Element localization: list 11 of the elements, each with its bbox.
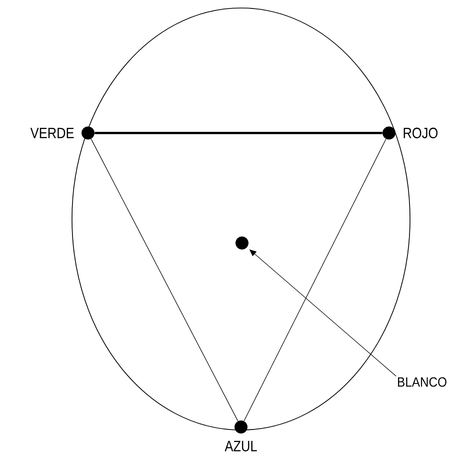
dot	[382, 126, 396, 140]
line	[90, 138, 238, 422]
dot-label: VERDE	[30, 128, 74, 138]
dot-label: AZUL	[224, 440, 257, 452]
dot	[234, 420, 248, 434]
dot-label: ROJO	[404, 128, 438, 138]
line	[244, 138, 386, 422]
dot	[82, 126, 94, 140]
text-label: BLANCO	[398, 377, 446, 387]
dot	[236, 236, 248, 250]
line	[94, 132, 382, 134]
